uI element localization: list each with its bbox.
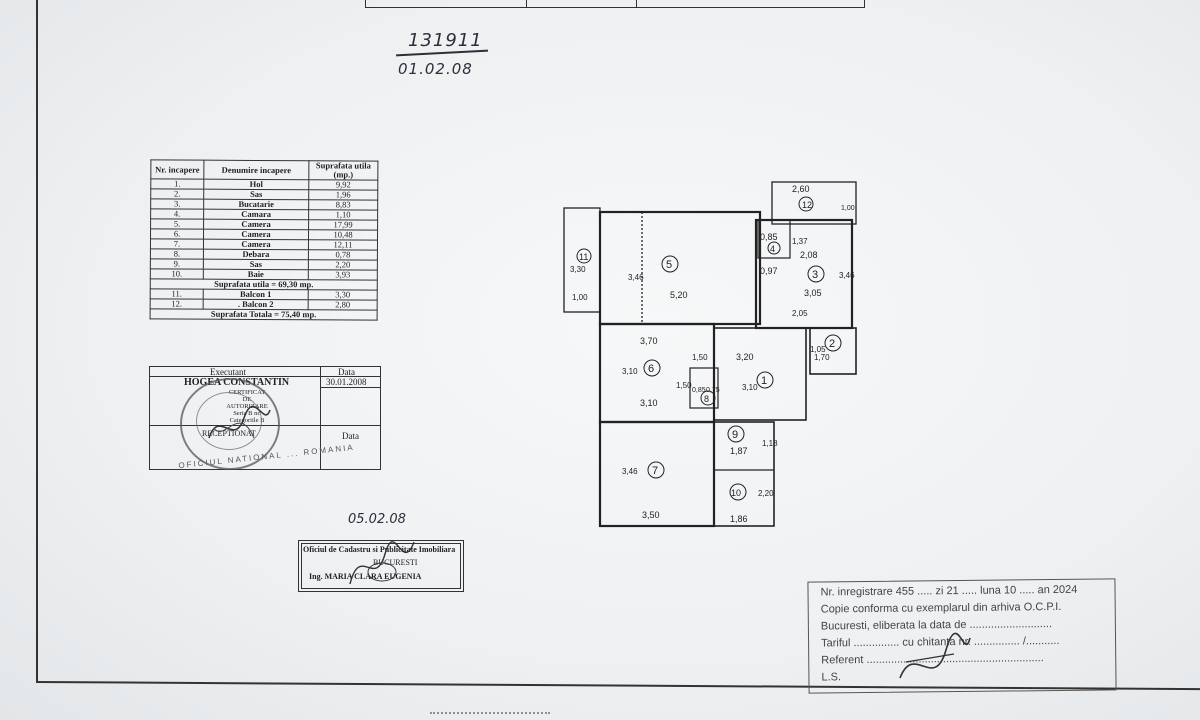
svg-text:2,20: 2,20 [758,489,774,498]
svg-text:12: 12 [802,200,812,210]
room-5 [598,210,762,326]
date-value: 30.01.2008 [326,377,367,387]
svg-text:1: 1 [761,375,767,387]
ocpi-line1: Oficiul de Cadastru si Publicitate Imobi… [303,545,456,554]
handwritten-date: 01.02.08 [398,60,473,78]
svg-text:3,46: 3,46 [622,467,638,476]
svg-text:1,50: 1,50 [676,381,692,390]
reg-line-3: Bucuresti, eliberata la data de ........… [820,618,1053,633]
svg-text:0,75: 0,75 [706,387,720,394]
round-stamp-inner [196,392,262,450]
svg-text:3,30: 3,30 [570,265,586,274]
col-area: Suprafata utila (mp.) [308,160,378,181]
svg-text:5,20: 5,20 [670,290,688,300]
svg-text:7: 7 [652,465,658,477]
balcony-2 [771,181,857,225]
svg-text:2,60: 2,60 [792,184,810,194]
room-1 [713,327,807,421]
svg-text:0,85: 0,85 [692,387,706,394]
svg-text:1,18: 1,18 [762,439,778,448]
svg-text:3,20: 3,20 [736,352,754,362]
svg-text:1,86: 1,86 [730,514,748,524]
svg-text:3,70: 3,70 [640,336,658,346]
reg-line-6: L.S. [821,671,842,684]
room-2 [809,327,857,375]
svg-text:5: 5 [666,259,672,271]
ocpi-signature [349,541,415,585]
svg-text:1,50: 1,50 [692,353,708,362]
svg-text:4: 4 [770,244,775,254]
svg-text:2,08: 2,08 [800,250,818,260]
top-table-edge [365,0,865,8]
room-4 [757,219,791,259]
svg-text:10: 10 [731,488,741,498]
ocpi-line2: BUCURESTI [373,558,418,567]
round-stamp [180,378,280,470]
svg-text:1,00: 1,00 [841,205,855,212]
room-8 [689,367,719,409]
date-label: Data [338,367,355,377]
svg-text:2,05: 2,05 [792,309,808,318]
floor-plan: 2,60 1,00 0,85 1,37 2,08 3,46 0,97 3,05 2,05… [563,181,857,528]
grand-total-row: Suprafata Totala = 75,40 mp. [150,309,378,321]
svg-text:8: 8 [704,394,709,404]
bottom-text-fragment [430,712,550,720]
ocpi-line3: Ing. MARIA CLARA EUGENIA [309,572,422,581]
svg-text:9: 9 [732,429,738,441]
svg-text:3,10: 3,10 [742,383,758,392]
svg-text:0,85: 0,85 [760,232,778,242]
svg-text:3,05: 3,05 [804,288,822,298]
handwritten-date-2: 05.02.08 [348,512,406,527]
registration-signature [899,632,971,679]
svg-text:3,46: 3,46 [839,271,855,280]
svg-text:3,10: 3,10 [622,367,638,376]
svg-text:3,46: 3,46 [628,273,644,282]
svg-text:6: 6 [648,363,654,375]
col-name: Denumire incapere [203,160,309,180]
ocpi-stamp: Oficiul de Cadastru si Publicitate Imobi… [298,540,464,592]
page-border-left [36,0,38,682]
svg-text:11: 11 [579,252,588,262]
svg-text:1,87: 1,87 [730,446,748,456]
col-nr: Nr. incapere [150,159,204,180]
svg-text:0,97: 0,97 [760,266,778,276]
svg-text:3: 3 [812,269,818,281]
executant-label: Executant [210,367,246,377]
signature-scribble [208,405,271,439]
svg-text:1,70: 1,70 [814,353,830,362]
date-label-2: Data [342,431,359,441]
svg-text:1,00: 1,00 [572,293,588,302]
svg-text:1,05: 1,05 [810,345,826,354]
svg-text:2: 2 [829,338,835,350]
room-table: Nr. incapere Denumire incapere Suprafata… [150,159,379,321]
svg-text:3,10: 3,10 [640,398,658,408]
svg-text:1,37: 1,37 [792,237,808,246]
svg-text:3,50: 3,50 [642,510,660,520]
reg-line-1: Nr. inregistrare 455 ..... zi 21 ..... l… [820,583,1078,599]
room-9-10 [713,421,775,527]
reg-line-2: Copie conforma cu exemplarul din arhiva … [820,600,1062,616]
handwritten-number: 131911 [408,30,483,51]
